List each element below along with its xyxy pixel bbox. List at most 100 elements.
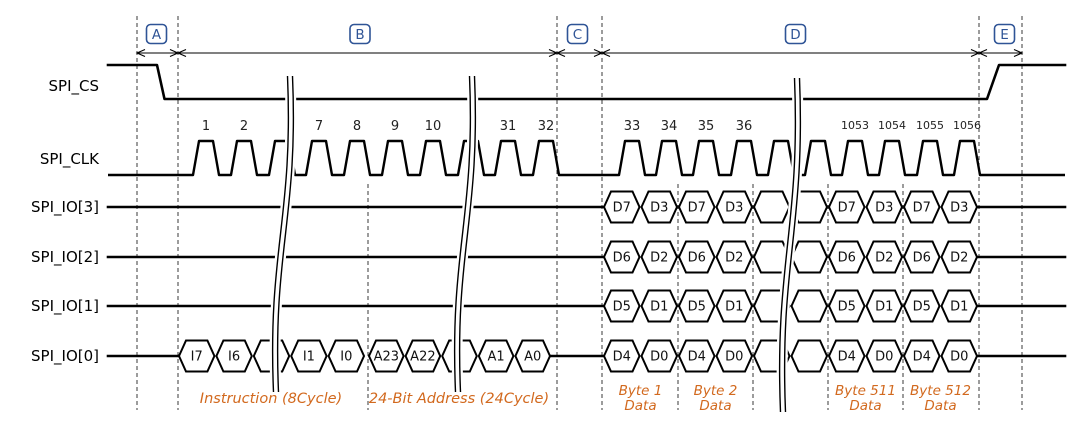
- bus-cell-label: A22: [410, 350, 435, 365]
- bus-cell-label: D0: [875, 350, 893, 365]
- signal-label-spi-io3: SPI_IO[3]: [31, 198, 99, 217]
- labels: SPI_CS SPI_CLK SPI_IO[3] SPI_IO[2] SPI_I…: [31, 77, 981, 414]
- bus-cell: [602, 240, 641, 274]
- spi-cs-waveform: [106, 63, 1067, 101]
- bus-cell: [677, 240, 716, 274]
- bus-cell-label: D2: [650, 251, 668, 266]
- bus-cell: [865, 190, 904, 224]
- bus-cell: [865, 339, 904, 373]
- clock-cycle-number: 1054: [878, 119, 906, 132]
- break-mark-icon: [453, 75, 472, 393]
- bus-cell: [640, 190, 679, 224]
- phase-marker-box: [993, 23, 1016, 45]
- bus-cell: [715, 289, 754, 323]
- bus-cell: [404, 339, 442, 373]
- annotation-byte512-line1: Byte 512: [910, 383, 971, 399]
- bus-cell: [640, 289, 679, 323]
- bus-cell-label: D1: [725, 300, 743, 315]
- phase-marker-c: C: [573, 27, 582, 43]
- break-mark-gap: [776, 77, 804, 413]
- bus-cell: [290, 339, 328, 373]
- clock-cycle-number: 9: [391, 119, 399, 134]
- bus-cell: [715, 240, 754, 274]
- bus-cell-label: D1: [650, 300, 668, 315]
- annotation-address: 24-Bit Address (24Cycle): [369, 391, 549, 407]
- bus-cell-label: D7: [613, 201, 631, 216]
- clock-cycle-number: 8: [353, 119, 361, 134]
- bus-cell-label: D7: [913, 201, 931, 216]
- annotation-byte1-line2: Data: [624, 398, 656, 414]
- bus-cell-label: D3: [875, 201, 893, 216]
- bus-cell: [902, 240, 941, 274]
- bus-cell-label: D3: [650, 201, 668, 216]
- bus-cell: [902, 339, 941, 373]
- bus-cell: [715, 339, 754, 373]
- break-mark-icon: [276, 75, 295, 393]
- bus-cell-label: D4: [688, 350, 706, 365]
- clock-cycle-number: 32: [538, 119, 555, 134]
- bus-cell-label: D4: [838, 350, 856, 365]
- bus-cell-label: D4: [613, 350, 631, 365]
- bus-cell: [640, 339, 679, 373]
- signal-label-spi-io1: SPI_IO[1]: [31, 297, 99, 316]
- arrow-right-icon: [1013, 48, 1024, 58]
- bus-cell-label: D2: [725, 251, 743, 266]
- bus-cell: [602, 339, 641, 373]
- signal-label-spi-cs: SPI_CS: [49, 77, 100, 96]
- bus-cell-label: D5: [913, 300, 931, 315]
- annotation-byte512-line2: Data: [924, 398, 956, 414]
- phase-marker-box: [145, 23, 168, 45]
- dimension-arrows: [135, 48, 1024, 58]
- clock-cycle-number: 33: [624, 119, 641, 134]
- bus-cell-label: D1: [950, 300, 968, 315]
- bus-cell: [827, 240, 866, 274]
- break-mark-icon: [783, 77, 802, 413]
- bus-cell: [940, 190, 979, 224]
- break-mark-icon: [778, 77, 797, 413]
- phase-marker-b: B: [355, 27, 364, 43]
- bus-cell-label: A23: [374, 350, 399, 365]
- clock-cycle-number: 1055: [916, 119, 944, 132]
- annotation-byte2-line2: Data: [699, 398, 731, 414]
- bus-cell-label: I0: [340, 350, 352, 365]
- bus-cell-label: D5: [838, 300, 856, 315]
- clock-cycle-number: 7: [315, 119, 323, 134]
- arrow-left-icon: [600, 48, 611, 58]
- signal-label-spi-io2: SPI_IO[2]: [31, 248, 99, 267]
- bus-cell: [940, 339, 979, 373]
- bus-cell-label: D6: [688, 251, 706, 266]
- bus-cell-label: D5: [688, 300, 706, 315]
- bus-cell: [215, 339, 253, 373]
- bus-cell-label: D3: [725, 201, 743, 216]
- clock-cycle-number: 2: [240, 119, 248, 134]
- break-mark-gap: [451, 75, 479, 393]
- bus-cell: [827, 190, 866, 224]
- bus-cell: [902, 289, 941, 323]
- bus-cell-label: A1: [488, 350, 505, 365]
- bus-cell-label: D1: [875, 300, 893, 315]
- annotation-byte1-line1: Byte 1: [619, 383, 663, 399]
- arrow-left-icon: [555, 48, 566, 58]
- bus-cell: [827, 339, 866, 373]
- bus-cell-label: A0: [524, 350, 541, 365]
- clock-cycle-number: 1053: [841, 119, 869, 132]
- bus-cell: [327, 339, 366, 373]
- clock-cycle-number: 1: [202, 119, 210, 134]
- annotation-byte2-line1: Byte 2: [694, 383, 738, 399]
- bus-cell-label: I7: [191, 350, 203, 365]
- bus-cell: [477, 339, 515, 373]
- bus-cells: [177, 190, 979, 373]
- clock-cycle-number: 36: [736, 119, 753, 134]
- bus-cell-label: D7: [838, 201, 856, 216]
- bus-cell: [940, 289, 979, 323]
- bus-cell-label: D6: [613, 251, 631, 266]
- phase-markers: A B C D E: [145, 23, 1016, 45]
- bus-cell: [367, 339, 405, 373]
- bus-cell-label: D3: [950, 201, 968, 216]
- bus-cell: [902, 190, 941, 224]
- bus-cell: [790, 240, 829, 274]
- bus-cell: [602, 289, 641, 323]
